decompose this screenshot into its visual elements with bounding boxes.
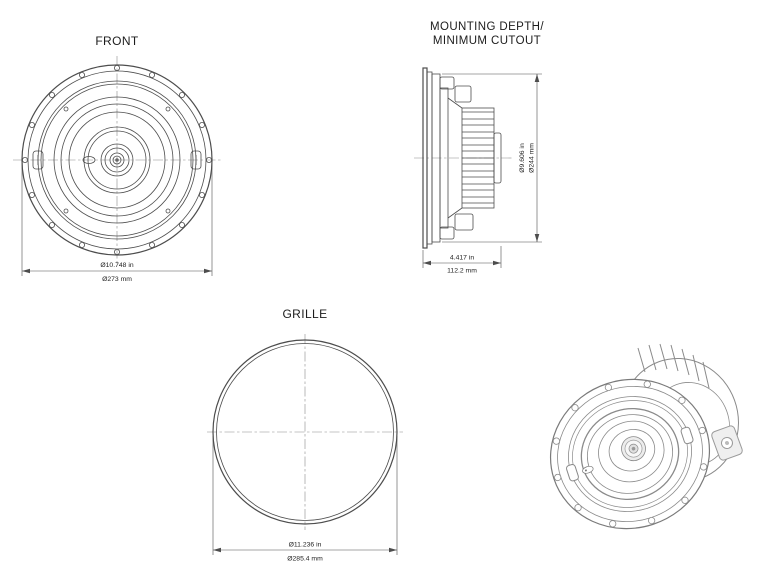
perspective-bolt-holes <box>552 380 708 528</box>
side-cutout-inches: Ø9.606 in <box>519 143 526 173</box>
front-view-drawing: Ø10.748 in Ø273 mm <box>13 56 221 283</box>
rear-fins <box>637 343 710 389</box>
front-view-title: FRONT <box>95 34 139 48</box>
side-cutout-mm: Ø244 mm <box>529 143 536 173</box>
side-speaker-profile <box>422 67 502 249</box>
terminal-block <box>711 425 743 461</box>
perspective-view-drawing <box>549 343 743 530</box>
perspective-logo-badge <box>582 465 594 474</box>
front-dim-mm: Ø273 mm <box>102 276 132 283</box>
mounting-title-line1: MOUNTING DEPTH/ <box>430 21 544 33</box>
perspective-clamp-tab-left <box>565 463 579 482</box>
perspective-clamp-tab-right <box>680 426 694 445</box>
front-clamp-tabs <box>32 150 202 170</box>
grille-centerlines <box>207 334 403 530</box>
side-depth-mm: 112.2 mm <box>447 268 477 275</box>
front-diameter-dimension: Ø10.748 in Ø273 mm <box>21 163 213 283</box>
grille-view-drawing: Ø11.236 in Ø285.4 mm <box>207 334 403 563</box>
grille-view-title: GRILLE <box>282 307 328 321</box>
perspective-front-flange <box>549 378 711 530</box>
side-cutout-dimension: Ø9.606 in Ø244 mm <box>442 73 542 243</box>
grille-dim-inches: Ø11.236 in <box>289 542 322 549</box>
front-logo-badge <box>82 156 96 164</box>
perspective-hub <box>621 436 646 462</box>
grille-dim-mm: Ø285.4 mm <box>287 556 323 563</box>
side-depth-dimension: 4.417 in 112.2 mm <box>422 246 502 275</box>
grille-diameter-dimension: Ø11.236 in Ø285.4 mm <box>212 436 398 563</box>
grille-outline <box>212 339 398 525</box>
front-speaker-outline <box>21 64 213 256</box>
side-depth-inches: 4.417 in <box>450 255 474 262</box>
mounting-title-line2: MINIMUM CUTOUT <box>432 35 542 48</box>
mounting-view-title: MOUNTING DEPTH/ MINIMUM CUTOUT <box>412 20 562 49</box>
front-bolt-holes <box>21 64 212 255</box>
front-dim-inches: Ø10.748 in <box>100 262 133 269</box>
side-view-drawing: Ø9.606 in Ø244 mm 4.417 in 112.2 mm <box>414 67 542 275</box>
